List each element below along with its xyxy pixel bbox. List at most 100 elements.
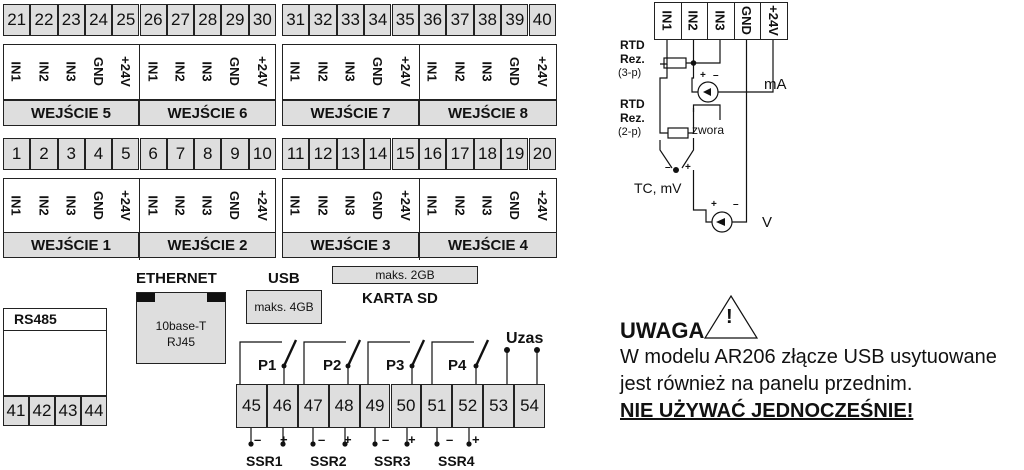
relay-terminal-48: 48 (328, 384, 360, 428)
ssr-minus-3: – (382, 432, 390, 447)
rs485-terminal-41: 41 (3, 396, 29, 426)
mid-input-label-1: WEJŚCIE 1 (3, 232, 139, 258)
rtd3-wire-in3 (693, 40, 721, 64)
mid-terminal-11: 11 (282, 138, 310, 170)
ssr-minus-1: – (254, 432, 262, 447)
uzas-label: Uzas (506, 330, 544, 347)
rtd3-line2: Rez. (620, 52, 645, 66)
v-wire-minus (732, 40, 748, 223)
rtd2-line2: Rez. (620, 111, 645, 125)
wiring-pin-sep-2 (707, 2, 708, 40)
top-terminal-28: 28 (194, 4, 222, 36)
v-wire-plus (692, 170, 712, 223)
top-terminal-25: 25 (112, 4, 140, 36)
top-terminal-24: 24 (84, 4, 113, 36)
relay-label-3: P3 (386, 357, 405, 374)
rtd2-resistor (667, 127, 689, 139)
warning-line3: NIE UŻYWAĆ JEDNOCZEŚNIE! (620, 400, 914, 422)
ma-label: mA (764, 76, 787, 93)
ethernet-line1: 10base-T (155, 319, 207, 333)
mid-terminal-18: 18 (473, 138, 502, 170)
relay-terminal-52: 52 (452, 384, 484, 428)
relay-terminal-54: 54 (514, 384, 545, 428)
ssr-plus-3: + (408, 432, 416, 447)
relay-1-pivot (281, 363, 287, 369)
wiring-pin-strip (654, 2, 788, 40)
ssr-1-dot-plus (280, 441, 286, 447)
tc-label: TC, mV (634, 180, 682, 196)
relay-terminal-53: 53 (483, 384, 515, 428)
ma-wire-plus (691, 63, 698, 93)
ssr-minus-2: – (318, 432, 326, 447)
warning-line2: jest również na panelu przednim. (620, 373, 913, 395)
warning-triangle-icon (703, 294, 759, 339)
ethernet-latch-right (207, 293, 225, 302)
relay-2-frame (303, 341, 346, 384)
rs485-title: RS485 (14, 311, 57, 327)
mid-terminal-9: 9 (221, 138, 249, 170)
top-terminal-35: 35 (391, 4, 419, 36)
ssr-plus-2: + (344, 432, 352, 447)
rs485-terminal-42: 42 (29, 396, 55, 426)
mid-terminal-3: 3 (57, 138, 85, 170)
relay-terminal-47: 47 (297, 384, 329, 428)
relay-3-blade (410, 339, 426, 367)
top-terminal-26: 26 (139, 4, 167, 36)
ssr-3-dot-minus (372, 441, 378, 447)
mid-terminal-2: 2 (30, 138, 58, 170)
rs485-terminal-43: 43 (55, 396, 81, 426)
top-terminal-30: 30 (248, 4, 276, 36)
v-minus: – (733, 199, 739, 210)
top-separator-1 (139, 44, 140, 126)
mid-terminal-7: 7 (166, 138, 195, 170)
sd-slot: maks. 2GB (332, 266, 478, 284)
top-separator-2 (419, 44, 420, 126)
top-terminal-29: 29 (221, 4, 249, 36)
ssr-label-1: SSR1 (246, 453, 283, 469)
top-terminal-32: 32 (309, 4, 337, 36)
warning-exclamation: ! (726, 306, 733, 328)
relay-4-pivot (473, 363, 479, 369)
top-input-label-1: WEJŚCIE 5 (3, 100, 139, 126)
v-plus: + (711, 199, 717, 210)
top-terminal-33: 33 (336, 4, 365, 36)
rtd3-line1: RTD (620, 38, 645, 52)
ssr-1-dot-minus (248, 441, 254, 447)
relay-terminal-45: 45 (236, 384, 267, 428)
top-terminal-23: 23 (57, 4, 85, 36)
mid-input-label-2: WEJŚCIE 2 (139, 232, 276, 258)
top-terminal-21: 21 (3, 4, 31, 36)
mid-terminal-14: 14 (364, 138, 392, 170)
relay-1-blade (282, 339, 298, 367)
top-input-label-2: WEJŚCIE 6 (139, 100, 276, 126)
top-terminal-38: 38 (473, 4, 502, 36)
ssr-4-dot-minus (434, 441, 440, 447)
tc-junction (673, 167, 679, 173)
zwora-label: zwora (692, 123, 725, 137)
ssr-2-dot-plus (342, 441, 348, 447)
ma-wire-minus (718, 40, 774, 93)
relay-4-frame (431, 341, 474, 384)
ssr-4-dot-plus (466, 441, 472, 447)
top-terminal-27: 27 (166, 4, 195, 36)
tc-wire-minus (659, 140, 673, 169)
relay-label-2: P2 (323, 357, 342, 374)
top-input-label-4: WEJŚCIE 8 (419, 100, 557, 126)
rtd2-jumper (692, 104, 721, 120)
sd-title: KARTA SD (362, 290, 438, 307)
mid-terminal-10: 10 (248, 138, 276, 170)
relay-3-frame (367, 341, 410, 384)
ssr-2-dot-minus (310, 441, 316, 447)
ethernet-latch-left (137, 293, 155, 302)
mid-terminal-13: 13 (336, 138, 365, 170)
mid-terminal-12: 12 (309, 138, 337, 170)
relay-terminal-50: 50 (390, 384, 422, 428)
tc-wire-plus (681, 138, 695, 169)
relay-label-4: P4 (448, 357, 467, 374)
wiring-pin-sep-4 (760, 2, 761, 40)
mid-terminal-5: 5 (112, 138, 140, 170)
mid-terminal-4: 4 (84, 138, 113, 170)
ma-minus: – (713, 70, 719, 81)
ethernet-port: 10base-T RJ45 (136, 292, 226, 364)
